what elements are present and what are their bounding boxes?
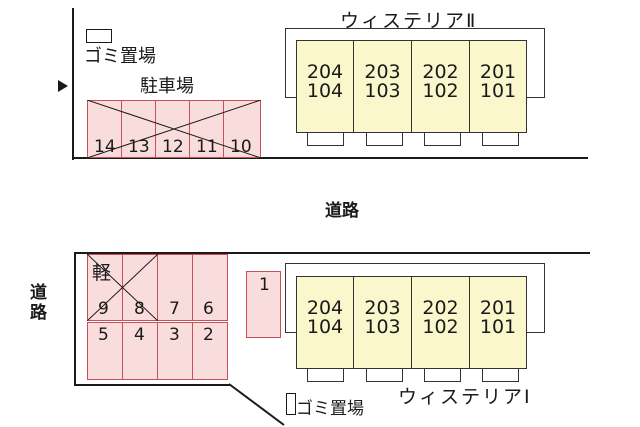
parking-space-7: 7	[157, 254, 193, 321]
parking-space-9: 9	[87, 254, 123, 321]
balcony	[424, 368, 461, 382]
unavailable-cross-icon	[87, 100, 261, 158]
top-site-left-boundary	[72, 8, 74, 160]
garbage-area-label: ゴミ置場	[296, 399, 364, 419]
arrow-right-icon	[58, 80, 68, 92]
balcony	[366, 368, 403, 382]
garbage-box-icon	[86, 29, 112, 43]
parking-space-1: 1	[246, 271, 281, 338]
balcony	[482, 132, 519, 146]
garbage-box-icon	[286, 393, 296, 415]
balcony	[424, 132, 461, 146]
kei-car-label: 軽	[92, 262, 112, 284]
bottom-site-top-boundary	[74, 252, 590, 254]
parking-space-4: 4	[122, 322, 158, 380]
bottom-site-bottom-boundary	[74, 384, 230, 386]
parking-space-6: 6	[192, 254, 228, 321]
building-1-name: ウィステリアⅠ	[398, 386, 532, 408]
parking-space-10: 10	[223, 100, 261, 158]
parking-area-label: 駐車場	[140, 76, 194, 97]
parking-space-3: 3	[157, 322, 193, 380]
bottom-site-diagonal-boundary	[228, 383, 285, 426]
road-label-left: 道 路	[30, 283, 47, 323]
road-label-center: 道路	[325, 201, 359, 221]
top-site-bottom-boundary	[72, 157, 588, 159]
balcony	[307, 368, 344, 382]
building-2-name: ウィステリアⅡ	[340, 10, 478, 32]
balcony	[307, 132, 344, 146]
unavailable-cross-icon	[87, 254, 158, 321]
balcony	[482, 368, 519, 382]
parking-space-2: 2	[192, 322, 228, 380]
parking-space-5: 5	[87, 322, 123, 380]
garbage-area-label: ゴミ置場	[84, 46, 156, 67]
bottom-site-left-boundary	[74, 252, 76, 386]
balcony	[366, 132, 403, 146]
